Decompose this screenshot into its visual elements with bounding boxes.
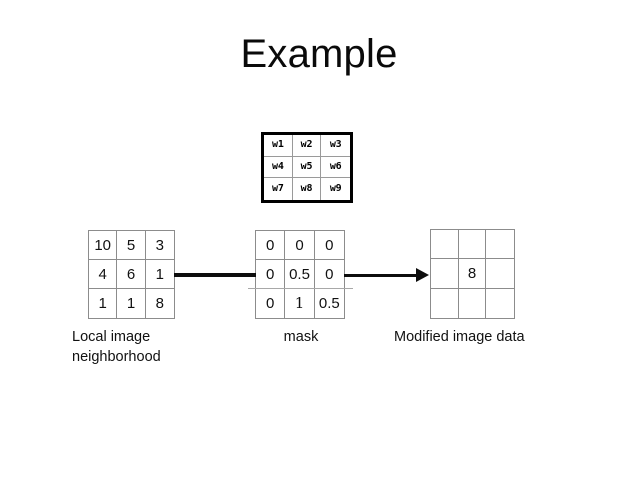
neighborhood-cell: 4 (89, 260, 118, 289)
kernel-weights-grid: w1 w2 w3 w4 w5 w6 w7 w8 w9 (261, 132, 353, 203)
result-cell (486, 289, 514, 318)
mask-separator-rule (248, 288, 353, 289)
neighborhood-cell: 6 (117, 260, 146, 289)
caption-neighborhood: Local image neighborhood (72, 329, 161, 365)
arrow-mask-to-result-head (416, 268, 429, 282)
mask-cell: 0 (314, 260, 344, 289)
arrow-neighborhood-to-mask (174, 273, 256, 277)
mask-cell: 1 (285, 289, 315, 318)
kernel-cell: w8 (293, 178, 322, 200)
kernel-cell: w4 (264, 156, 293, 179)
mask-grid: 0 0 0 0 0.5 0 0 1 0.5 (255, 230, 345, 319)
kernel-cell: w6 (321, 157, 350, 179)
result-cell: 8 (458, 259, 487, 289)
neighborhood-cell: 10 (89, 231, 118, 260)
caption-result: Modified image data (394, 329, 525, 345)
neighborhood-cell: 8 (155, 295, 164, 312)
kernel-cell: w1 (264, 135, 293, 157)
result-cell (431, 288, 459, 318)
kernel-cell: w5 (292, 156, 322, 179)
neighborhood-cell: 1 (145, 260, 174, 289)
page-title: Example (240, 32, 398, 76)
result-cell (431, 259, 459, 289)
neighborhood-cell: 1 (117, 289, 146, 318)
arrow-mask-to-result-line (344, 274, 422, 277)
result-cell (458, 230, 487, 260)
kernel-cell: w2 (292, 135, 322, 157)
mask-cell: 0.5 (318, 295, 340, 312)
result-grid: 8 (430, 229, 515, 319)
mask-cell: 0 (285, 231, 315, 260)
mask-cell: 0 (314, 231, 344, 260)
mask-cell: 0 (256, 289, 286, 318)
mask-cell: 0 (256, 231, 286, 260)
kernel-cell: w7 (264, 178, 293, 200)
mask-cell: 0.5 (285, 260, 315, 289)
neighborhood-cell: 1 (89, 289, 118, 318)
kernel-cell: w3 (321, 135, 350, 157)
neighborhood-cell: 5 (117, 231, 146, 260)
caption-mask: mask (283, 329, 319, 345)
result-cell (431, 230, 459, 260)
mask-cell: 0 (256, 260, 286, 289)
result-cell (486, 230, 514, 260)
neighborhood-grid: 10 5 3 4 6 1 1 1 8 (88, 230, 175, 319)
result-cell (459, 288, 487, 318)
neighborhood-cell: 3 (145, 231, 174, 260)
kernel-cell: w9 (329, 183, 342, 195)
result-cell (486, 259, 514, 289)
